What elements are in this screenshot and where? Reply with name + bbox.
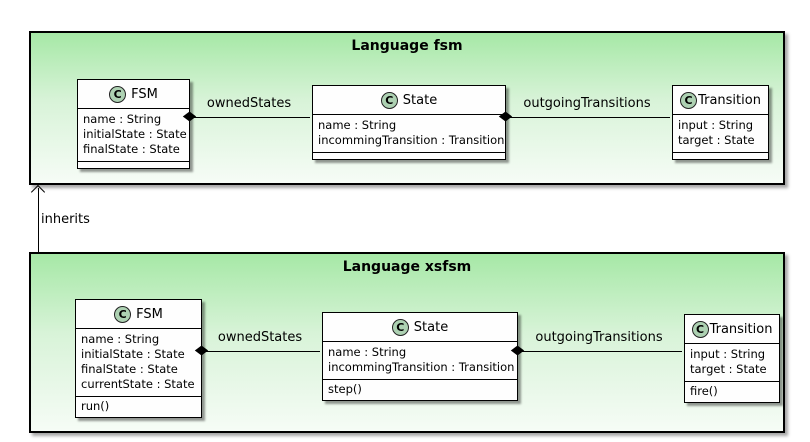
edge-label: outgoingTransitions	[523, 96, 651, 111]
attribute-line: finalState : State	[83, 142, 180, 156]
methods-compartment-empty	[313, 152, 505, 159]
inherits-label: inherits	[41, 212, 90, 227]
class-header: C State	[313, 86, 505, 115]
class-box-transition: C Transition input : String target : Sta…	[672, 85, 769, 160]
composition-edge-ownedstates: ownedStates	[194, 330, 320, 356]
methods-compartment-empty	[78, 161, 189, 168]
method-line: fire()	[690, 384, 718, 398]
edge-label: outgoingTransitions	[535, 330, 663, 345]
class-box-transition: C Transition input : String target : Sta…	[684, 314, 780, 403]
attribute-line: incommingTransition : Transition	[318, 133, 505, 147]
attribute-line: incommingTransition : Transition	[328, 360, 515, 374]
class-header: C State	[323, 313, 517, 342]
attribute-line: name : String	[83, 112, 162, 126]
methods-compartment-empty	[673, 152, 768, 159]
attribute-line: input : String	[690, 347, 766, 361]
edge-label: ownedStates	[217, 330, 303, 345]
class-spot-icon: C	[114, 305, 132, 323]
class-name: State	[413, 319, 449, 335]
class-header: C FSM	[78, 80, 189, 109]
class-name: FSM	[136, 306, 163, 322]
methods-compartment: run()	[76, 396, 201, 417]
class-spot-icon: C	[109, 85, 127, 103]
method-line: step()	[328, 382, 362, 396]
composition-edge-ownedstates: ownedStates	[182, 96, 310, 122]
methods-compartment: step()	[323, 379, 517, 400]
class-box-state: C State name : String incommingTransitio…	[312, 85, 506, 160]
attributes-compartment: name : String incommingTransition : Tran…	[313, 115, 505, 152]
class-header: C FSM	[76, 300, 201, 329]
attribute-line: finalState : State	[81, 362, 178, 376]
edge-line	[516, 351, 682, 352]
class-header: C Transition	[673, 86, 768, 115]
attribute-line: name : String	[318, 118, 397, 132]
attributes-compartment: name : String initialState : State final…	[78, 109, 189, 161]
composition-edge-outgoingtransitions: outgoingTransitions	[510, 330, 682, 356]
attribute-line: target : State	[678, 133, 755, 147]
class-spot-icon: C	[380, 91, 398, 109]
package-language-xsfsm: Language xsfsm C FSM name : String initi…	[29, 252, 785, 433]
class-box-fsm: C FSM name : String initialState : State…	[75, 299, 202, 418]
attributes-compartment: input : String target : State	[685, 344, 779, 381]
class-spot-icon: C	[391, 318, 409, 336]
class-box-fsm: C FSM name : String initialState : State…	[77, 79, 190, 169]
attribute-line: input : String	[678, 118, 754, 132]
method-line: run()	[81, 399, 110, 413]
methods-compartment: fire()	[685, 381, 779, 402]
inherits-edge: inherits	[30, 184, 90, 252]
class-name: Transition	[698, 92, 761, 108]
attribute-line: initialState : State	[81, 347, 185, 361]
package-title: Language xsfsm	[342, 259, 472, 275]
package-title: Language fsm	[351, 38, 463, 54]
class-box-state: C State name : String incommingTransitio…	[322, 312, 518, 401]
attributes-compartment: name : String incommingTransition : Tran…	[323, 342, 517, 379]
attribute-line: name : String	[328, 345, 407, 359]
class-spot-icon: C	[691, 320, 709, 338]
attributes-compartment: name : String initialState : State final…	[76, 329, 201, 396]
attribute-line: currentState : State	[81, 377, 195, 391]
attribute-line: name : String	[81, 332, 160, 346]
attribute-line: initialState : State	[83, 127, 187, 141]
composition-edge-outgoingtransitions: outgoingTransitions	[498, 96, 670, 122]
arrow-up-icon	[30, 184, 46, 200]
attribute-line: target : State	[690, 362, 767, 376]
class-name: Transition	[709, 321, 773, 337]
edge-line	[200, 351, 320, 352]
class-name: FSM	[131, 86, 158, 102]
attributes-compartment: input : String target : State	[673, 115, 768, 152]
package-language-fsm: Language fsm C FSM name : String initial…	[29, 31, 785, 185]
class-spot-icon: C	[680, 91, 698, 109]
class-name: State	[402, 92, 438, 108]
edge-line	[504, 117, 670, 118]
class-header: C Transition	[685, 315, 779, 344]
edge-label: ownedStates	[206, 96, 292, 111]
edge-line	[188, 117, 310, 118]
